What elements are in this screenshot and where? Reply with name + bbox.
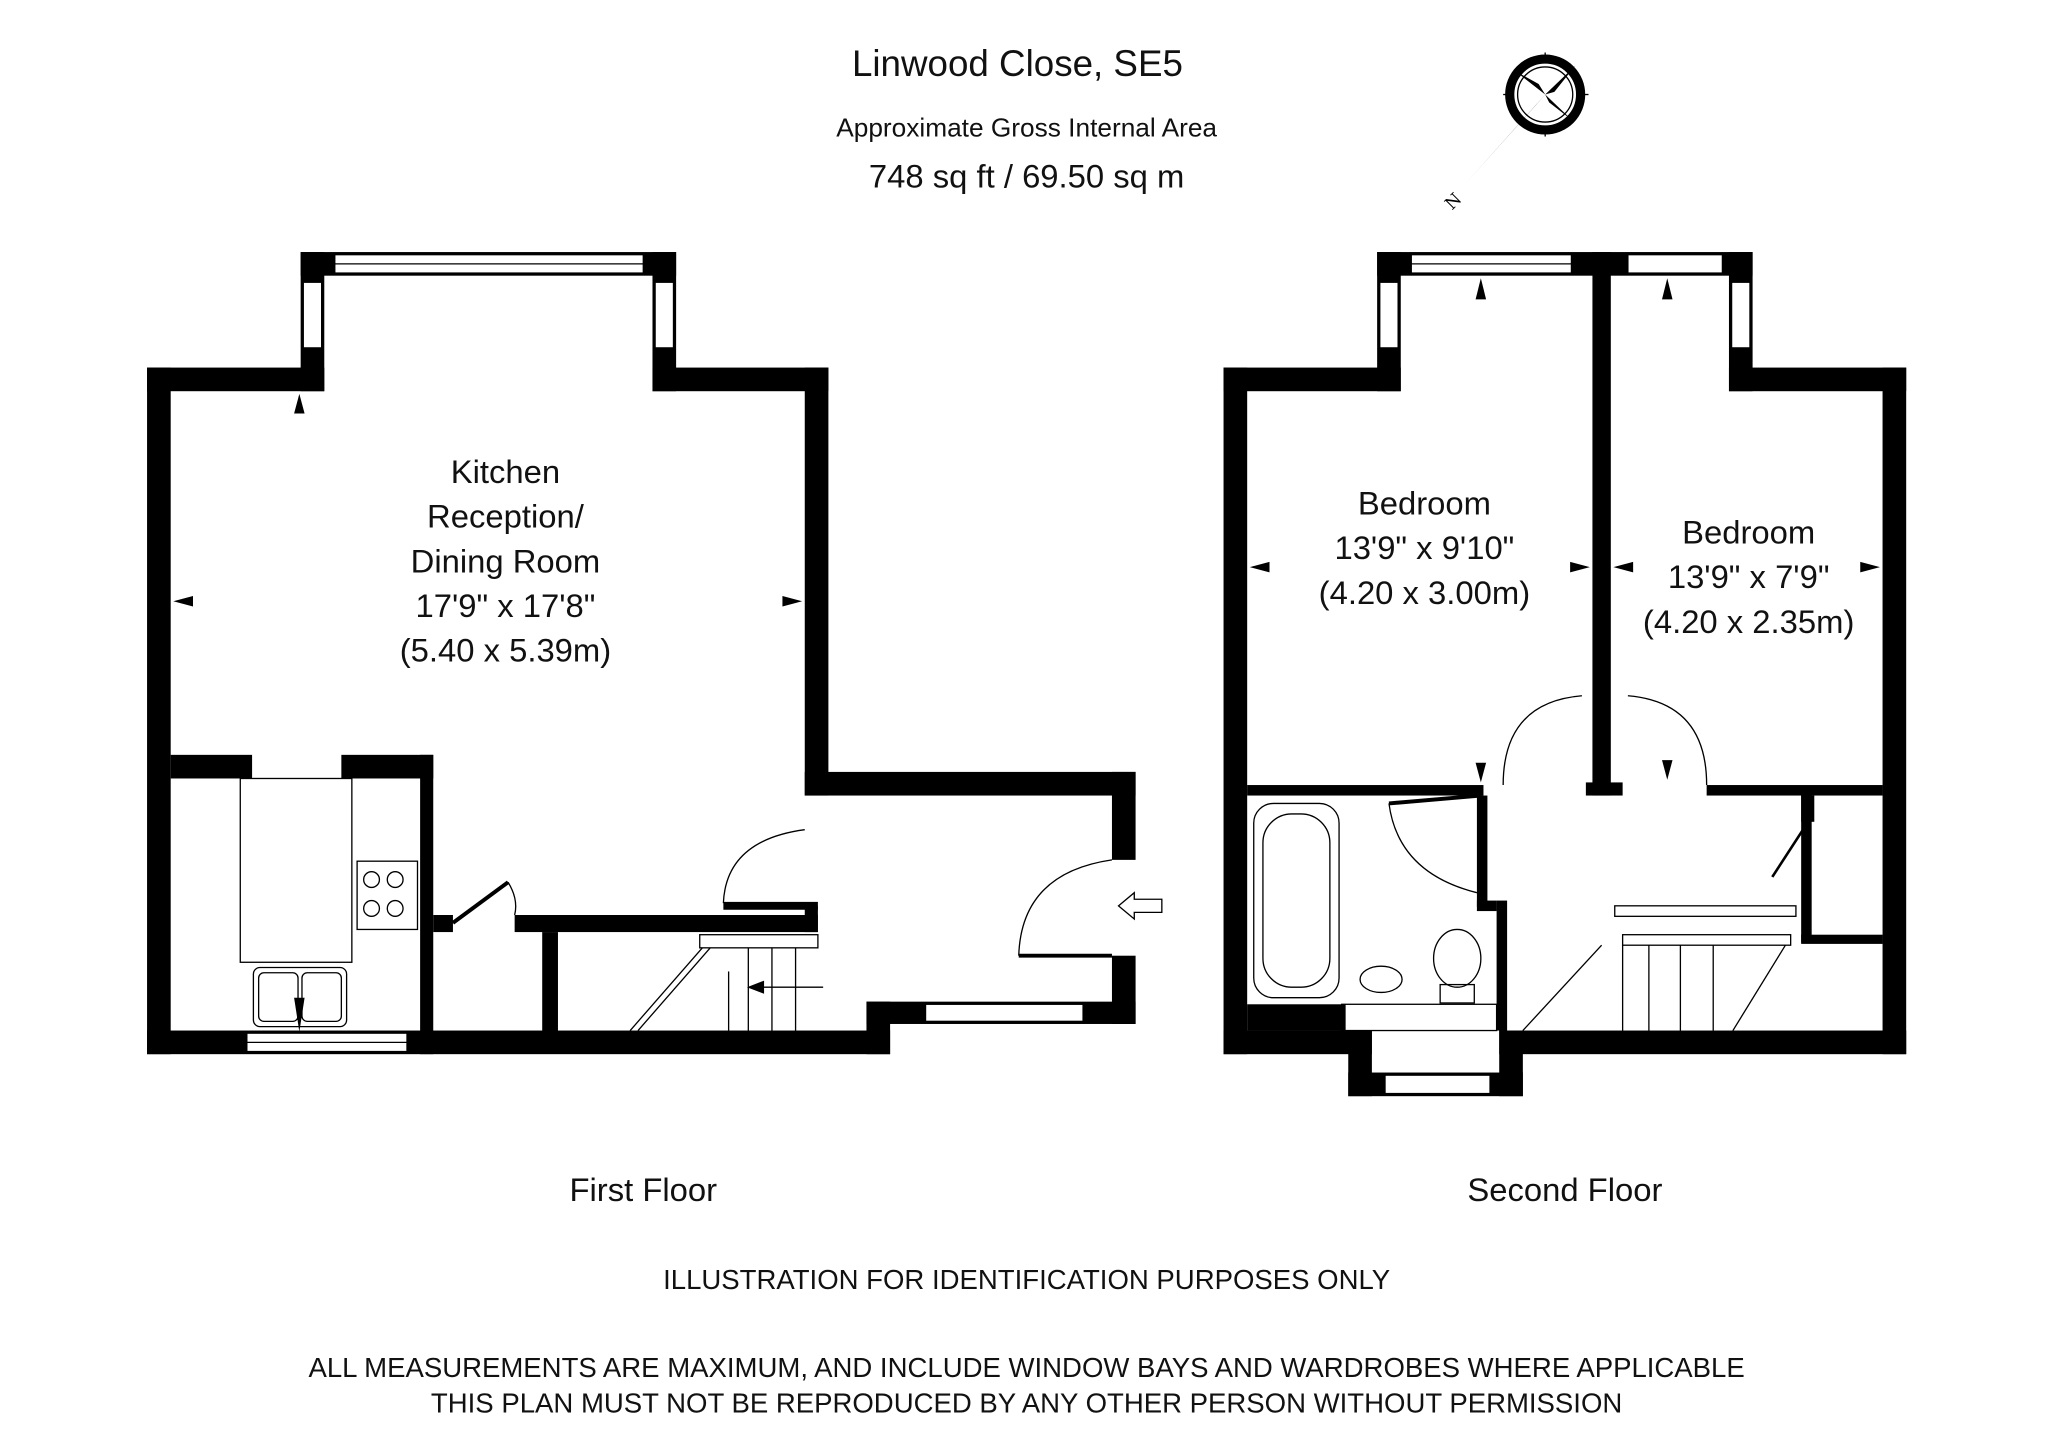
svg-text:(4.20 x 3.00m): (4.20 x 3.00m) bbox=[1319, 574, 1530, 611]
entrance-arrow-icon bbox=[1117, 891, 1163, 921]
room-bedroom-1: Bedroom 13'9" x 9'10" (4.20 x 3.00m) bbox=[1319, 485, 1530, 611]
copyright-note: THIS PLAN MUST NOT BE REPRODUCED BY ANY … bbox=[431, 1388, 1622, 1419]
svg-text:Bedroom: Bedroom bbox=[1682, 513, 1815, 550]
svg-text:13'9" x 9'10": 13'9" x 9'10" bbox=[1334, 529, 1514, 566]
toilet-icon bbox=[1432, 928, 1482, 988]
svg-text:Bedroom: Bedroom bbox=[1358, 485, 1491, 522]
svg-text:13'9" x 7'9": 13'9" x 7'9" bbox=[1668, 558, 1830, 595]
second-floor-plan: Bedroom 13'9" x 9'10" (4.20 x 3.00m) Bed… bbox=[1223, 252, 1907, 1208]
measurements-note: ALL MEASUREMENTS ARE MAXIMUM, AND INCLUD… bbox=[308, 1352, 1744, 1383]
bath-icon bbox=[1253, 802, 1340, 999]
first-floor-label: First Floor bbox=[569, 1171, 717, 1208]
first-floor-plan: Kitchen Reception/ Dining Room 17'9" x 1… bbox=[147, 252, 1163, 1208]
svg-text:Kitchen: Kitchen bbox=[451, 453, 560, 490]
svg-text:Reception/: Reception/ bbox=[427, 498, 585, 535]
svg-text:Dining Room: Dining Room bbox=[411, 542, 601, 579]
second-floor-label: Second Floor bbox=[1467, 1171, 1662, 1208]
room-kitchen-reception-dining: Kitchen Reception/ Dining Room 17'9" x 1… bbox=[400, 453, 611, 669]
svg-text:(4.20 x 2.35m): (4.20 x 2.35m) bbox=[1643, 603, 1854, 640]
north-label: N bbox=[1441, 189, 1466, 214]
svg-text:17'9" x 17'8": 17'9" x 17'8" bbox=[416, 587, 596, 624]
compass-rose-icon: N bbox=[1441, 52, 1589, 214]
svg-text:(5.40 x 5.39m): (5.40 x 5.39m) bbox=[400, 632, 611, 669]
area-subtitle: Approximate Gross Internal Area bbox=[836, 113, 1217, 143]
gross-area: 748 sq ft / 69.50 sq m bbox=[869, 158, 1184, 195]
identification-disclaimer: ILLUSTRATION FOR IDENTIFICATION PURPOSES… bbox=[663, 1264, 1390, 1295]
plan-title: Linwood Close, SE5 bbox=[852, 43, 1183, 84]
room-bedroom-2: Bedroom 13'9" x 7'9" (4.20 x 2.35m) bbox=[1643, 513, 1854, 639]
hob-icon bbox=[356, 860, 419, 931]
basin-icon bbox=[1359, 965, 1403, 994]
